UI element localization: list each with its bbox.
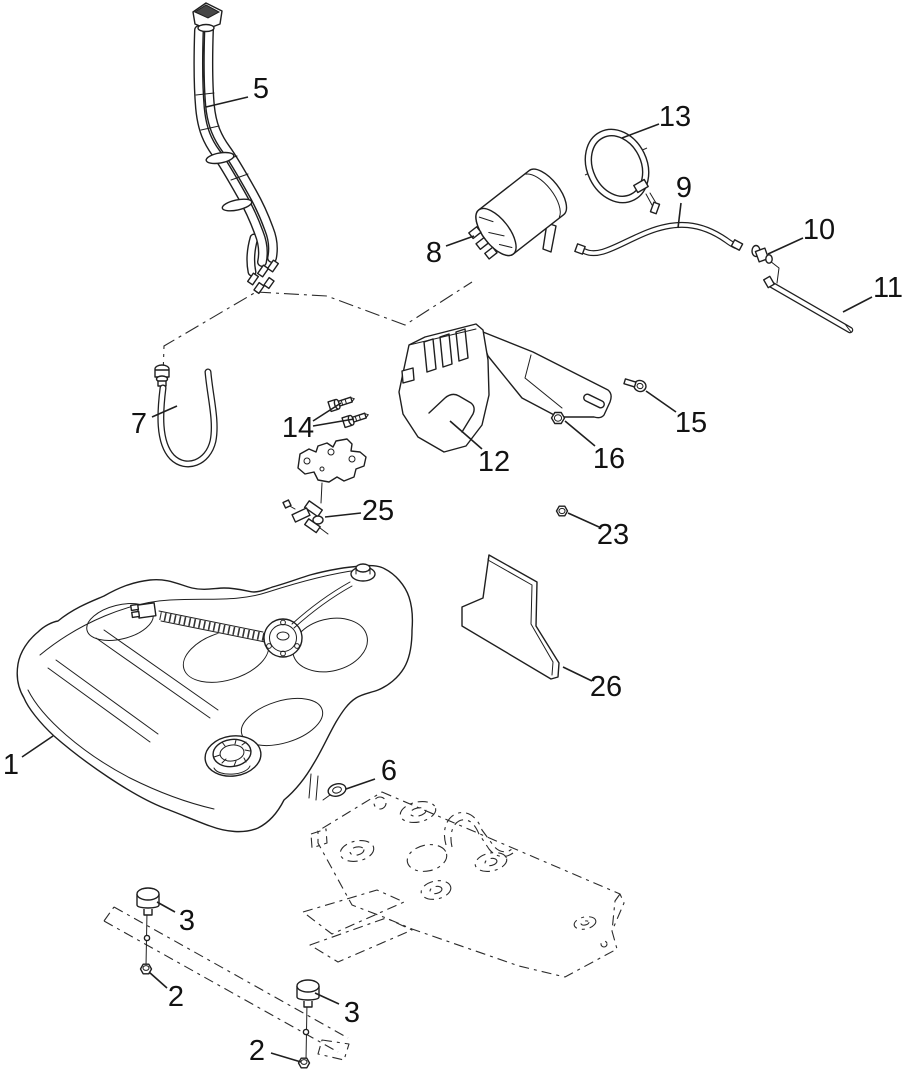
callout-leader-line xyxy=(621,123,660,139)
bolt xyxy=(136,887,160,967)
callout-label-12: 12 xyxy=(478,446,510,478)
callout-3: 3 xyxy=(156,901,195,937)
callout-label-3: 3 xyxy=(179,905,195,937)
callout-label-23: 23 xyxy=(597,519,629,551)
part-25-fitting-assembly xyxy=(282,438,367,535)
callout-leader-line xyxy=(312,402,342,422)
callout-leader-line xyxy=(677,202,682,229)
callout-leader-line xyxy=(567,512,600,528)
callout-2: 2 xyxy=(148,971,184,1013)
callout-leader-line xyxy=(564,420,596,447)
callout-10: 10 xyxy=(767,214,835,255)
callout-label-3: 3 xyxy=(344,997,360,1029)
part-12-bracket xyxy=(398,323,612,453)
filler-cap xyxy=(192,2,223,33)
callout-leader-line xyxy=(645,390,677,413)
rail-reference xyxy=(103,906,350,1061)
callout-leader-line xyxy=(312,418,355,427)
part-6-grommet xyxy=(322,783,347,801)
callout-label-5: 5 xyxy=(253,73,269,105)
callout-leader-line xyxy=(151,405,178,418)
callout-leader-line xyxy=(449,420,483,450)
callout-26: 26 xyxy=(562,666,622,703)
part-16-nut xyxy=(550,411,566,425)
callout-label-14: 14 xyxy=(282,412,314,444)
callout-1: 1 xyxy=(3,735,54,781)
callout-leader-line xyxy=(314,992,340,1005)
part-23-nut xyxy=(555,505,569,517)
part-1-fuel-tank xyxy=(16,563,414,833)
callout-leader-line xyxy=(205,96,249,108)
callout-16: 16 xyxy=(564,420,625,475)
callout-5: 5 xyxy=(205,73,269,108)
callout-leader-line xyxy=(562,666,593,682)
callout-leader-line xyxy=(445,235,475,247)
callout-label-16: 16 xyxy=(593,443,625,475)
part-13-clamp xyxy=(584,128,661,215)
callout-25: 25 xyxy=(324,495,394,527)
part-15-screw xyxy=(623,378,647,393)
callout-leader-line xyxy=(270,1052,302,1063)
callout-15: 15 xyxy=(645,390,707,439)
callout-label-6: 6 xyxy=(381,755,397,787)
part-9-hose xyxy=(574,221,744,257)
tank-inlet xyxy=(350,563,376,582)
callout-8: 8 xyxy=(426,235,475,269)
callout-7: 7 xyxy=(131,405,178,440)
filler-cap-front xyxy=(204,735,262,777)
part-8-canister xyxy=(468,168,568,260)
callout-3: 3 xyxy=(314,992,360,1029)
frame-reference xyxy=(302,791,625,978)
callout-2: 2 xyxy=(249,1035,302,1067)
part-10-fitting xyxy=(751,244,780,284)
callout-leader-line xyxy=(345,778,376,790)
callout-23: 23 xyxy=(567,512,629,551)
callout-9: 9 xyxy=(676,172,692,229)
callout-6: 6 xyxy=(345,755,397,790)
callout-leader-line xyxy=(842,296,873,313)
callout-label-25: 25 xyxy=(362,495,394,527)
callout-leader-line xyxy=(148,971,168,989)
callout-leader-line xyxy=(324,512,362,518)
callout-label-15: 15 xyxy=(675,407,707,439)
callout-label-2: 2 xyxy=(249,1035,265,1067)
callout-label-11: 11 xyxy=(873,272,903,304)
part-7-hose xyxy=(154,364,218,468)
callout-12: 12 xyxy=(449,420,510,478)
hose-fitting xyxy=(154,364,170,387)
callout-14: 14 xyxy=(282,402,355,444)
fuel-sender xyxy=(130,602,303,658)
callout-label-8: 8 xyxy=(426,237,442,269)
callout-label-13: 13 xyxy=(659,101,691,133)
callout-label-26: 26 xyxy=(590,671,622,703)
bolt xyxy=(296,979,320,1061)
callout-label-10: 10 xyxy=(803,214,835,246)
part-2-nuts xyxy=(139,963,311,1069)
callout-label-9: 9 xyxy=(676,172,692,204)
callout-13: 13 xyxy=(621,101,691,139)
part-11-tube xyxy=(763,275,854,334)
callout-11: 11 xyxy=(842,272,903,313)
tube-end-fittings xyxy=(246,259,280,295)
part-5-filler-tube xyxy=(192,2,280,295)
callout-label-2: 2 xyxy=(168,981,184,1013)
callout-leader-line xyxy=(767,237,804,255)
callout-label-7: 7 xyxy=(131,408,147,440)
callout-leader-line xyxy=(21,735,54,758)
part-14-screws xyxy=(327,396,369,429)
part-3-bolts xyxy=(136,887,320,1061)
part-26-shield-plate xyxy=(461,554,560,680)
callout-label-1: 1 xyxy=(3,749,19,781)
callout-leader-line xyxy=(156,901,176,913)
